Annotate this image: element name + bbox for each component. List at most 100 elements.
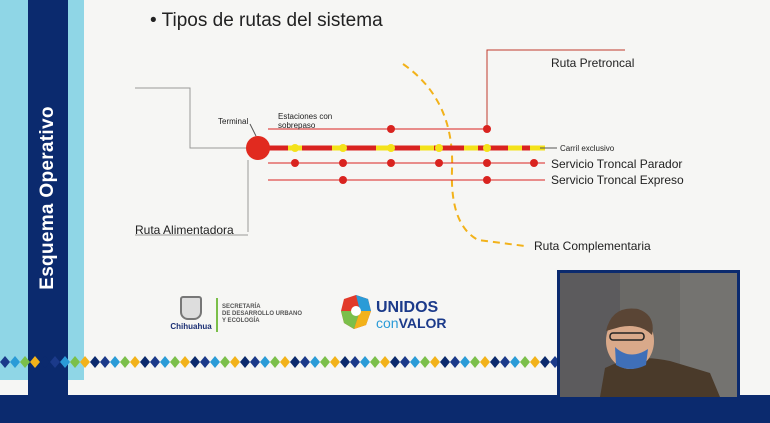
pattern-diamond [540,356,550,368]
pattern-diamond [230,356,240,368]
pattern-diamond [70,356,80,368]
pattern-diamond [20,356,30,368]
pretroncal-leader [486,49,625,128]
parador-stop [291,159,299,167]
pattern-diamond [140,356,150,368]
alimentadora-path [135,87,248,149]
pretroncal-stop [387,125,395,133]
parador-stop [530,159,538,167]
expreso-stop [483,176,491,184]
side-band [28,0,68,395]
valor-text: VALOR [398,315,447,331]
pattern-diamond [40,356,50,368]
secretaria-line2: DE DESARROLLO URBANO [222,311,303,317]
pattern-diamond [490,356,500,368]
trunk-station [339,144,347,152]
presenter-video [560,273,737,397]
pattern-diamond [220,356,230,368]
label-troncal-parador: Servicio Troncal Parador [551,157,682,171]
con-text: con [376,315,399,331]
gov-name: Chihuahua [170,322,212,331]
pattern-diamond [480,356,490,368]
pattern-diamond [330,356,340,368]
parador-stop [387,159,395,167]
parador-stop [435,159,443,167]
parador-stop [483,159,491,167]
label-complementaria: Ruta Complementaria [534,239,651,253]
secretaria-line1: SECRETARÍA [222,304,261,310]
pattern-diamond [120,356,130,368]
pattern-diamond [270,356,280,368]
pattern-diamond [200,356,210,368]
pattern-diamond [90,356,100,368]
pattern-diamond [510,356,520,368]
label-estaciones-2: sobrepaso [278,121,316,130]
pattern-diamond [50,356,60,368]
pattern-diamond [160,356,170,368]
trunk-station [435,144,443,152]
label-carril: Carril exclusivo [560,144,615,153]
pattern-diamond [360,356,370,368]
secretaria-line3: Y ECOLOGÍA [222,318,260,324]
pattern-diamond [30,356,40,368]
pattern-diamond [400,356,410,368]
expreso-stop [339,176,347,184]
pattern-diamond [280,356,290,368]
label-troncal-expreso: Servicio Troncal Expreso [551,173,684,187]
pattern-diamond [300,356,310,368]
complementaria-route [402,63,526,247]
pattern-diamond [410,356,420,368]
label-terminal: Terminal [218,117,248,126]
pattern-diamond [520,356,530,368]
pattern-diamond [530,356,540,368]
pattern-diamond [390,356,400,368]
pattern-diamond [350,356,360,368]
label-pretroncal: Ruta Pretroncal [551,56,634,70]
pattern-diamond [180,356,190,368]
con-valor-text: conVALOR [376,316,447,330]
pattern-diamond [110,356,120,368]
pattern-diamond [0,356,10,368]
pattern-diamond [460,356,470,368]
pattern-diamond [210,356,220,368]
pattern-diamond [500,356,510,368]
secretaria-text: SECRETARÍA DE DESARROLLO URBANO Y ECOLOG… [222,304,322,325]
decorative-pattern [0,356,560,368]
pattern-diamond [290,356,300,368]
webcam-overlay [557,270,740,400]
pattern-diamond [170,356,180,368]
label-alimentadora: Ruta Alimentadora [135,223,234,237]
pattern-diamond [320,356,330,368]
pattern-diamond [80,356,90,368]
webcam-video [560,273,737,397]
trunk-station [291,144,299,152]
terminal-leader [249,123,257,137]
pattern-diamond [100,356,110,368]
pattern-diamond [440,356,450,368]
pattern-diamond [450,356,460,368]
pattern-diamond [430,356,440,368]
pattern-diamond [470,356,480,368]
pattern-diamond [370,356,380,368]
chihuahua-logo: Chihuahua [170,296,212,334]
parador-stop [339,159,347,167]
pattern-diamond [130,356,140,368]
pattern-diamond [340,356,350,368]
unidos-text: UNIDOS [376,299,439,316]
terminal-circle [246,136,270,160]
shield-icon [180,296,202,320]
pattern-diamond [310,356,320,368]
pattern-diamond [190,356,200,368]
pattern-diamond [10,356,20,368]
pattern-diamond [150,356,160,368]
pattern-diamond [250,356,260,368]
unidos-logo-mark [341,295,371,329]
trunk-station [387,144,395,152]
pattern-diamond [60,356,70,368]
label-estaciones-1: Estaciones con [278,112,332,121]
trunk-station [483,144,491,152]
pattern-diamond [240,356,250,368]
pattern-diamond [380,356,390,368]
